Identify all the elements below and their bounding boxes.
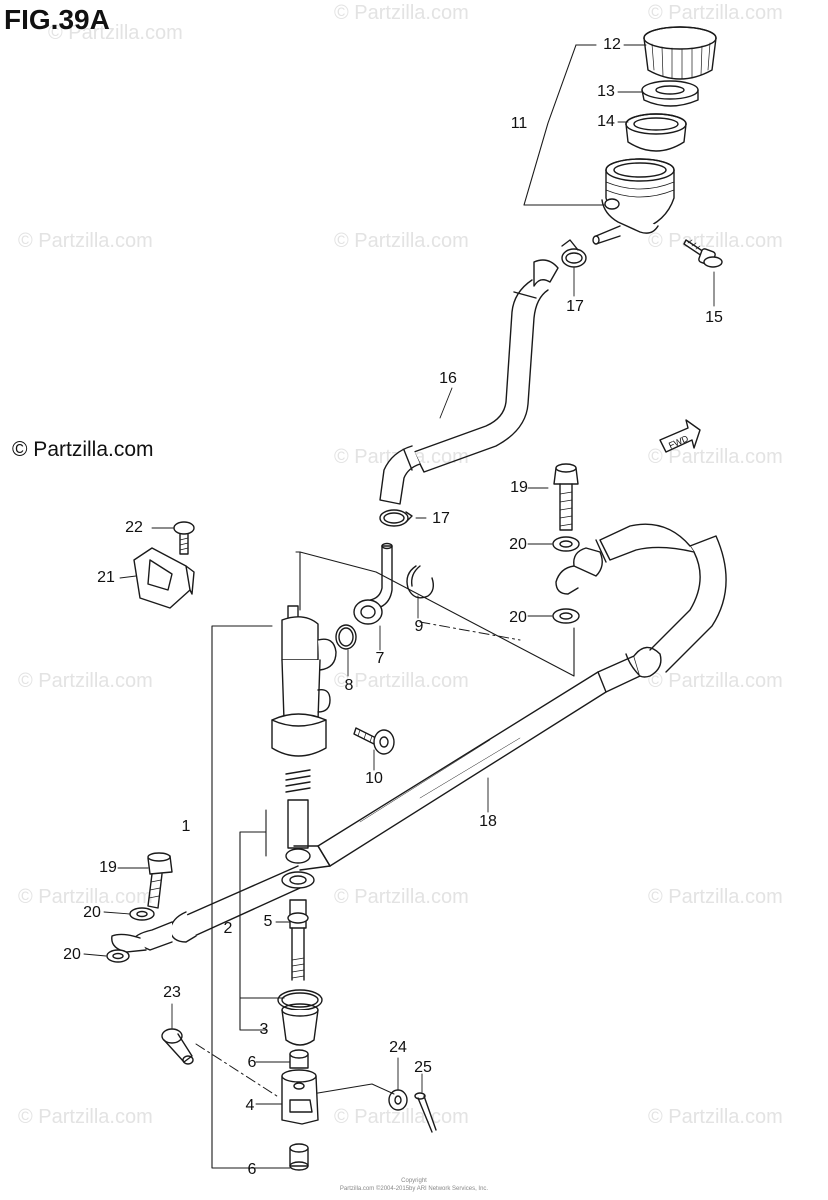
mounting-bracket xyxy=(133,547,195,609)
cotter-pin xyxy=(414,1092,437,1133)
leader-bracket xyxy=(523,44,605,206)
callout-20: 20 xyxy=(509,609,527,626)
callout-24: 24 xyxy=(389,1039,407,1056)
copyright-footer: Copyright Partzilla.com ©2004-2015by ARI… xyxy=(0,1177,828,1193)
callout-21: 21 xyxy=(97,569,115,586)
banjo-bolt xyxy=(553,463,579,531)
watermark: © Partzilla.com xyxy=(334,2,469,24)
callout-12: 12 xyxy=(603,36,621,53)
hose-clamp xyxy=(561,239,587,268)
callout-4: 4 xyxy=(245,1097,255,1114)
bracket-screw xyxy=(173,521,195,555)
callout-6: 6 xyxy=(247,1161,257,1178)
watermark: © Partzilla.com xyxy=(334,886,469,908)
boot xyxy=(277,989,323,1046)
watermark: © Partzilla.com xyxy=(648,446,783,468)
leader-bracket xyxy=(211,625,273,1169)
clevis xyxy=(281,1069,319,1125)
callout-5: 5 xyxy=(263,913,273,930)
watermark: © Partzilla.com xyxy=(48,22,183,44)
callout-25: 25 xyxy=(414,1059,432,1076)
washer xyxy=(388,1089,408,1111)
watermark: © Partzilla.com xyxy=(648,670,783,692)
watermark: © Partzilla.com xyxy=(648,886,783,908)
master-cylinder xyxy=(271,605,337,757)
sealing-washer xyxy=(552,608,580,624)
callout-11: 11 xyxy=(510,115,528,132)
leader-lines xyxy=(83,44,715,1169)
callout-16: 16 xyxy=(439,370,457,387)
footer-line-2: Partzilla.com ©2004-2015by ARI Network S… xyxy=(339,1186,489,1192)
clevis-pin xyxy=(161,1028,194,1065)
sealing-washer xyxy=(106,949,130,963)
piston-assembly xyxy=(281,769,315,981)
reservoir-plate xyxy=(641,80,699,107)
watermark: © Partzilla.com xyxy=(334,670,469,692)
callout-19: 19 xyxy=(99,859,117,876)
callout-1: 1 xyxy=(181,818,191,835)
watermark: © Partzilla.com xyxy=(18,670,153,692)
callout-3: 3 xyxy=(259,1021,269,1038)
reservoir-cap xyxy=(643,26,717,80)
lock-nut xyxy=(289,1143,309,1171)
watermark: © Partzilla.com xyxy=(648,2,783,24)
callout-14: 14 xyxy=(597,113,615,130)
callout-10: 10 xyxy=(365,770,383,787)
reservoir-bolt xyxy=(683,239,723,268)
callout-19: 19 xyxy=(510,479,528,496)
reservoir-diaphragm xyxy=(625,113,687,152)
callout-8: 8 xyxy=(344,677,354,694)
sealing-washer xyxy=(552,536,580,552)
watermark: © Partzilla.com xyxy=(18,886,153,908)
fwd-arrow-icon: FWD xyxy=(659,419,701,453)
footer-line-1: Copyright xyxy=(401,1178,427,1184)
watermark: © Partzilla.com xyxy=(334,230,469,252)
banjo-bolt xyxy=(353,727,395,755)
callout-17: 17 xyxy=(432,510,450,527)
callout-6: 6 xyxy=(247,1054,257,1071)
brake-hose xyxy=(111,523,727,953)
callout-18: 18 xyxy=(479,813,497,830)
callout-15: 15 xyxy=(705,309,723,326)
sealing-washer xyxy=(129,907,155,921)
circlip xyxy=(406,565,435,599)
callout-23: 23 xyxy=(163,984,181,1001)
callout-20: 20 xyxy=(63,946,81,963)
watermark: © Partzilla.com xyxy=(18,230,153,252)
callout-7: 7 xyxy=(375,650,385,667)
hose-clamp xyxy=(379,509,413,527)
callout-2: 2 xyxy=(223,920,233,937)
callout-22: 22 xyxy=(125,519,143,536)
callout-9: 9 xyxy=(414,618,424,635)
watermark: © Partzilla.com xyxy=(648,230,783,252)
inlet-fitting xyxy=(353,542,393,625)
watermark: © Partzilla.com xyxy=(334,1106,469,1128)
watermark-dark: © Partzilla.com xyxy=(12,438,154,461)
watermark: © Partzilla.com xyxy=(648,1106,783,1128)
callout-17: 17 xyxy=(566,298,584,315)
watermark: © Partzilla.com xyxy=(18,1106,153,1128)
lock-nut xyxy=(289,1049,309,1069)
reservoir-body xyxy=(592,158,675,245)
callout-20: 20 xyxy=(83,904,101,921)
callout-20: 20 xyxy=(509,536,527,553)
figure-title: FIG.39A xyxy=(4,4,110,35)
callout-13: 13 xyxy=(597,83,615,100)
o-ring xyxy=(335,624,357,650)
banjo-bolt xyxy=(147,852,173,909)
reservoir-hose xyxy=(379,259,559,505)
